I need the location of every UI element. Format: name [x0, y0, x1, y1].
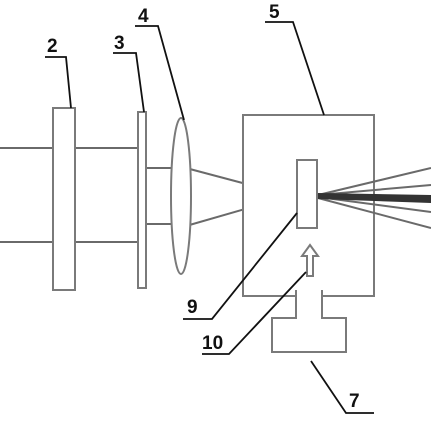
label-3: 3: [114, 33, 125, 54]
emission-ray-4: [317, 197, 431, 229]
leader-3: [113, 52, 145, 113]
optical-element-2: [52, 107, 76, 291]
label-10: 10: [202, 333, 223, 354]
emission-ray-2: [317, 184, 431, 196]
leader-7: [310, 360, 374, 414]
thin-plate-3: [137, 111, 147, 289]
label-9: 9: [187, 297, 198, 318]
leader-9: [183, 212, 298, 320]
leader-5: [265, 21, 325, 116]
focusing-lens-4: [170, 117, 192, 275]
output-beam: [318, 193, 431, 203]
target-9: [296, 159, 318, 229]
leader-10: [202, 271, 307, 355]
leader-4: [135, 25, 185, 121]
leader-2: [45, 56, 72, 109]
label-4: 4: [138, 6, 149, 27]
label-7: 7: [349, 391, 360, 412]
drive-unit-7: [271, 290, 347, 353]
label-5: 5: [269, 2, 280, 23]
label-2: 2: [47, 36, 58, 57]
feed-arrow-10: [300, 243, 320, 277]
emission-ray-1: [317, 167, 431, 196]
